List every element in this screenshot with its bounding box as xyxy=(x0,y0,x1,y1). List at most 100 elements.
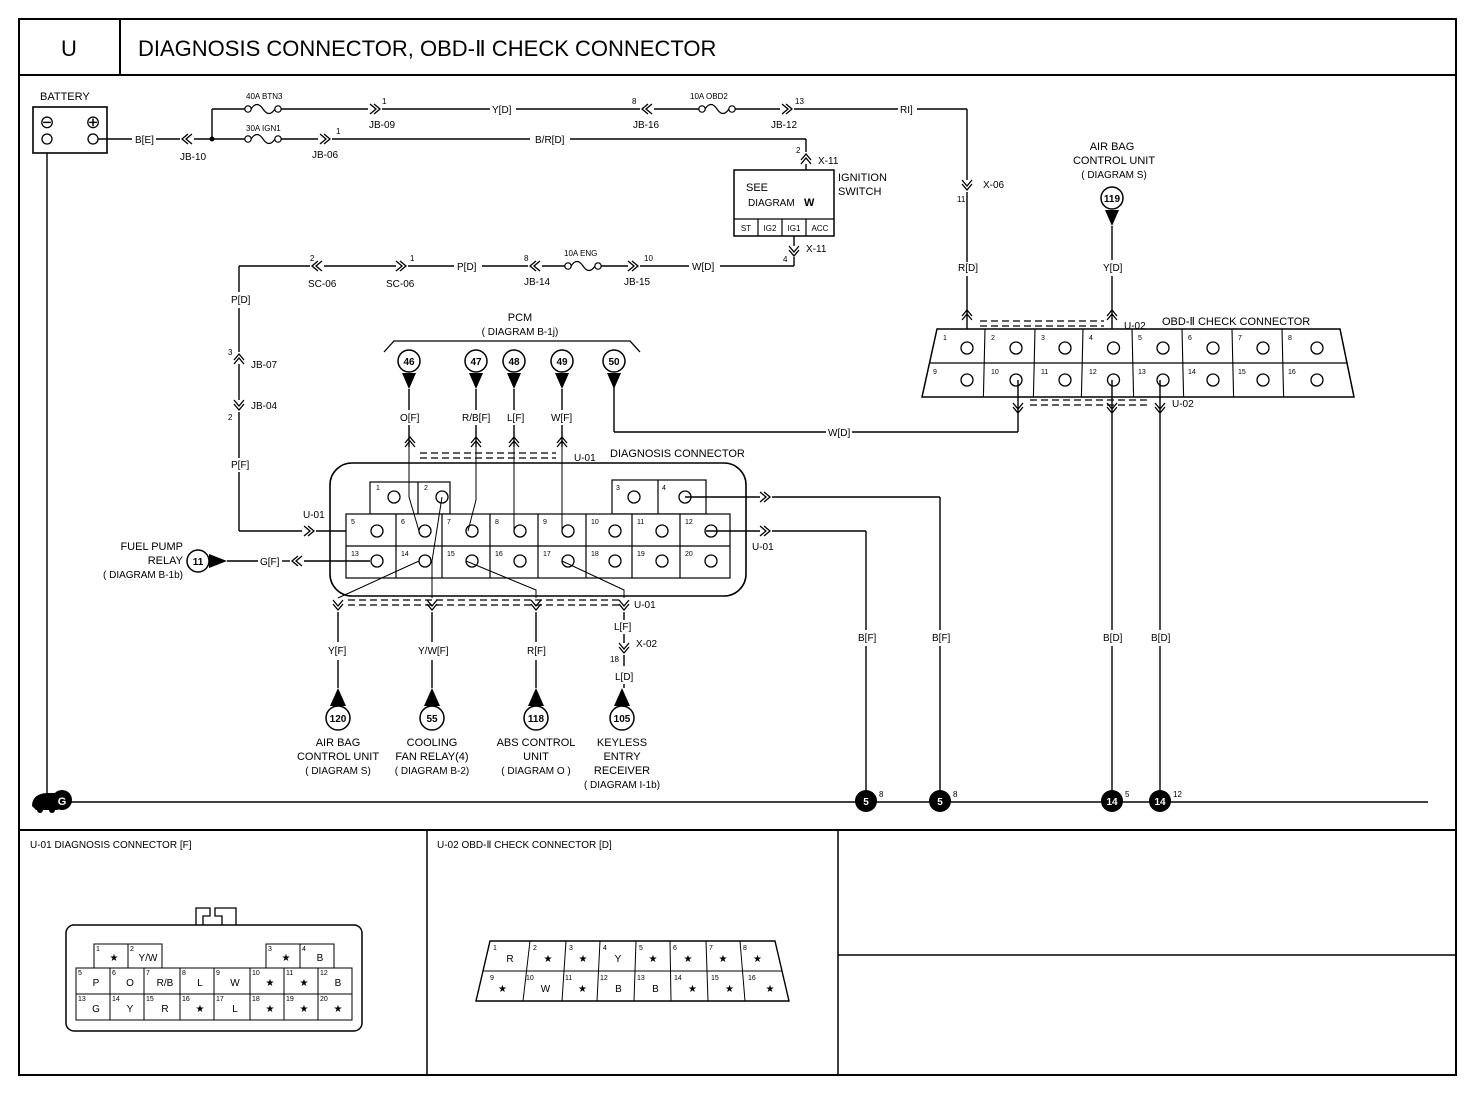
wire-label-of: O[F] xyxy=(400,413,420,424)
fuse-ign1-label: 30A IGN1 xyxy=(246,124,281,133)
obd-pin-hole xyxy=(1106,373,1121,387)
obd-pin-number: 6 xyxy=(1188,335,1192,342)
obd-pin-hole xyxy=(1256,373,1270,387)
pin-jb16: 8 xyxy=(632,97,637,106)
pin-x06: 11 xyxy=(957,195,966,204)
diag-pin-number: 3 xyxy=(616,485,620,492)
obd-pin-hole xyxy=(1009,373,1023,387)
pin-jb09: 1 xyxy=(382,97,387,106)
u01-cell-value: Y xyxy=(127,1004,134,1015)
outer-frame xyxy=(18,18,1457,1076)
pin-jb04: 2 xyxy=(228,413,233,422)
pin-jb07: 3 xyxy=(228,348,233,357)
u01-cell-value: ★ xyxy=(300,1004,309,1015)
wire-label-ri: RI] xyxy=(900,105,913,116)
wire-label-pd: P[D] xyxy=(457,262,477,273)
ref-105-line3: RECEIVER xyxy=(594,765,650,777)
pin-x11b: 4 xyxy=(783,255,788,264)
u01-cell-number: 9 xyxy=(216,970,220,977)
obd-pin-number: 14 xyxy=(1188,369,1196,376)
obd-pin-number: 8 xyxy=(1288,335,1292,342)
battery-minus-icon: ⊖ xyxy=(39,112,54,132)
u01-cell-number: 1 xyxy=(96,946,100,953)
connector-jb15: JB-15 xyxy=(624,277,651,288)
pin-sc06b: 1 xyxy=(410,254,415,263)
u01-cell-value: W xyxy=(230,978,240,989)
u02-cell-value: ★ xyxy=(719,954,728,965)
wire-label-rf: R[F] xyxy=(527,646,546,657)
u02-cell-number: 16 xyxy=(748,975,756,982)
pin-x02: 18 xyxy=(610,655,619,664)
obd-pin-hole xyxy=(1058,341,1072,355)
connector-jb09: JB-09 xyxy=(369,120,396,131)
battery-label: BATTERY xyxy=(40,91,90,103)
wire-label-yd2: Y[D] xyxy=(1103,263,1123,274)
connector-jb07: JB-07 xyxy=(251,360,278,371)
fuel-pump-line3: ( DIAGRAM B-1b) xyxy=(103,570,183,581)
wire-label-yf: Y[F] xyxy=(328,646,347,657)
ref-circle-46 xyxy=(397,349,421,373)
diag-pin-number: 9 xyxy=(543,519,547,526)
connector-jb16: JB-16 xyxy=(633,120,660,131)
ref-120-line3: ( DIAGRAM S) xyxy=(305,766,371,777)
connector-jb12: JB-12 xyxy=(771,120,798,131)
ref-118: 118 xyxy=(528,714,545,725)
connector-x11a: X-11 xyxy=(818,156,839,167)
ground-point-icon xyxy=(855,790,877,812)
ref-120: 120 xyxy=(330,714,347,725)
ref-circle-49 xyxy=(550,349,574,373)
ref-105-line1: KEYLESS xyxy=(597,737,647,749)
u01-cell-value: ★ xyxy=(300,978,309,989)
u02-cell-value: B xyxy=(615,984,622,995)
u02-cell-number: 1 xyxy=(493,945,497,952)
fuel-pump-line2: RELAY xyxy=(148,555,184,567)
u01-cell-number: 11 xyxy=(286,970,293,977)
connector-u01c: U-01 xyxy=(634,600,656,611)
diag-pin-hole xyxy=(418,554,432,568)
obd-pin-hole xyxy=(1009,341,1023,355)
u02-panel-title: U-02 OBD-Ⅱ CHECK CONNECTOR [D] xyxy=(437,840,612,851)
connector-u02a: U-02 xyxy=(1124,321,1146,332)
connector-jb04: JB-04 xyxy=(251,401,278,412)
fuse-eng-label: 10A ENG xyxy=(564,249,597,258)
ref-circle-48 xyxy=(502,349,526,373)
connector-jb06: JB-06 xyxy=(312,150,339,161)
u02-cell-value: ★ xyxy=(579,954,588,965)
ignition-term-acc: ACC xyxy=(812,224,829,233)
ground-point-pin: 8 xyxy=(879,790,884,799)
airbag-top-line1: AIR BAG xyxy=(1090,141,1135,153)
diag-pin-hole xyxy=(370,554,384,568)
diag-pin-number: 17 xyxy=(543,551,551,558)
wire-label-be: B[E] xyxy=(135,135,154,146)
ground-point-icon xyxy=(929,790,951,812)
obd-pin-hole xyxy=(960,341,974,355)
u01-cell-value: G xyxy=(92,1004,100,1015)
ignition-diagram-letter: W xyxy=(804,197,815,209)
connector-u01b: U-01 xyxy=(574,453,596,464)
u02-cell-number: 11 xyxy=(565,975,572,982)
u01-cell-number: 17 xyxy=(216,996,224,1003)
diag-pin-hole xyxy=(370,524,384,538)
diag-pin-number: 14 xyxy=(401,551,409,558)
wire-label-lf2: L[F] xyxy=(614,622,631,633)
ref-119: 119 xyxy=(1104,194,1121,205)
u02-cell-number: 15 xyxy=(711,975,719,982)
u01-cell-value: ★ xyxy=(334,1004,343,1015)
u02-cell-number: 6 xyxy=(673,945,677,952)
ref-105-line4: ( DIAGRAM I-1b) xyxy=(584,780,660,791)
diag-pin-hole xyxy=(513,524,527,538)
obd-pin-hole xyxy=(1206,341,1220,355)
u01-cell-number: 20 xyxy=(320,996,328,1003)
u01-cell-value: L xyxy=(232,1004,238,1015)
diag-pin-hole xyxy=(655,554,669,568)
obd-pin-number: 5 xyxy=(1138,335,1142,342)
pin-jb12: 13 xyxy=(795,97,804,106)
page-title: DIAGNOSIS CONNECTOR, OBD-Ⅱ CHECK CONNECT… xyxy=(138,36,716,61)
u02-cell-number: 5 xyxy=(639,945,643,952)
wire-label-wf: W[F] xyxy=(551,413,572,424)
ref-120-line1: AIR BAG xyxy=(316,737,361,749)
u01-cell-number: 19 xyxy=(286,996,294,1003)
obd-title: OBD-Ⅱ CHECK CONNECTOR xyxy=(1162,316,1310,328)
u01-cell-value: Y/W xyxy=(139,953,158,964)
